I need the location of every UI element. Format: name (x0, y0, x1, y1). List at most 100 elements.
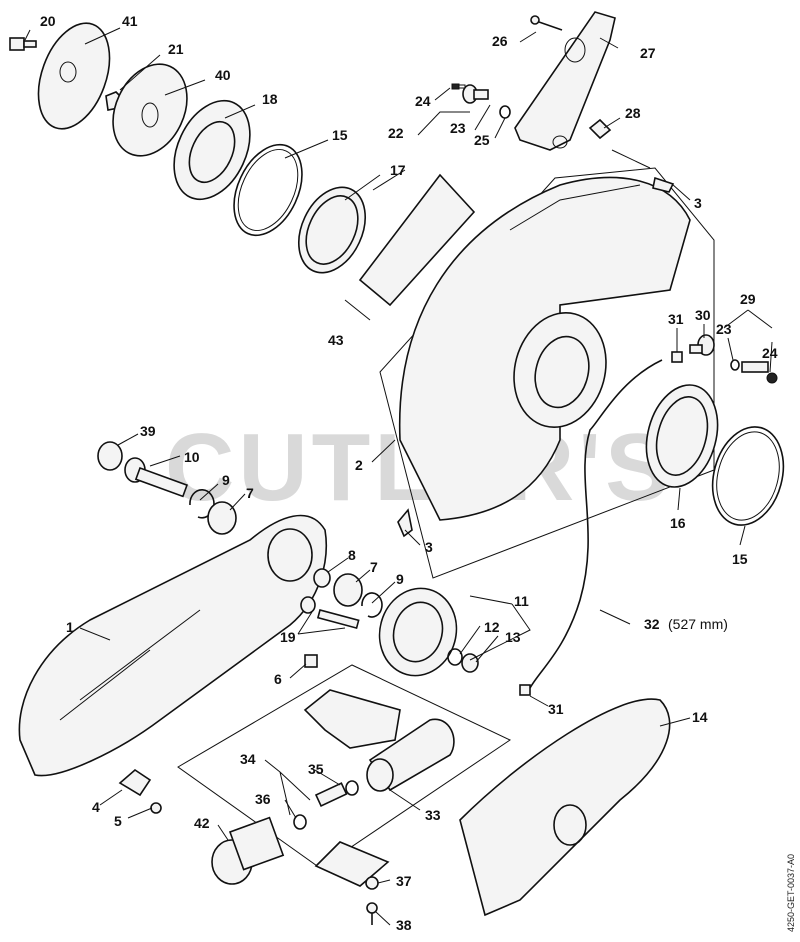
callout-19: 19 (280, 629, 296, 645)
filter-33 (366, 758, 394, 792)
screw-5 (150, 802, 162, 814)
bearing-flange-18-inner (188, 120, 236, 184)
callout-7-center: 7 (370, 559, 378, 575)
ring-17-inner (305, 195, 359, 265)
callout-6: 6 (274, 671, 282, 687)
ring-8 (313, 568, 331, 588)
callout-9-left: 9 (222, 472, 230, 488)
callout-41: 41 (122, 13, 138, 29)
leader-lines (24, 27, 773, 926)
fitting-31-upper (671, 351, 683, 363)
callout-11: 11 (514, 593, 529, 609)
washer-12 (447, 648, 463, 666)
bolt-20 (9, 37, 37, 51)
callout-30: 30 (695, 307, 711, 323)
callout-2: 2 (355, 457, 363, 473)
plug-6 (304, 654, 318, 668)
flange-disc-41 (37, 22, 111, 130)
pulley-11-hub (392, 601, 444, 663)
pulley-11 (378, 587, 458, 677)
callout-17: 17 (390, 162, 406, 178)
bearing-flange-18 (173, 99, 251, 201)
callout-23-right: 23 (716, 321, 732, 337)
banjo-24-right (741, 361, 778, 384)
clip-3-lower (397, 508, 413, 538)
valve-block-33 (303, 689, 401, 749)
callout-24-upper: 24 (415, 93, 431, 109)
hose-length-label: (527 mm) (668, 616, 728, 632)
drawing-code: 4250-GET-0037-A0 (786, 854, 796, 932)
cutter-arm-1-ribs (59, 609, 201, 721)
ring-17 (298, 186, 366, 274)
cover-37 (314, 841, 390, 887)
callout-8: 8 (348, 547, 356, 563)
callout-42: 42 (194, 815, 210, 831)
callout-18: 18 (262, 91, 278, 107)
callout-20: 20 (40, 13, 56, 29)
adjuster-arm-27-eye (564, 37, 586, 63)
belt-guard-14-boss (553, 804, 587, 846)
ring-16 (645, 384, 719, 488)
callout-31-lower: 31 (548, 701, 564, 717)
callout-28: 28 (625, 105, 641, 121)
ring-15-upper (233, 143, 303, 237)
cutter-arm-1 (18, 514, 328, 777)
belt-guard-14 (459, 698, 671, 917)
washer-23-right (730, 359, 740, 371)
guard-frame (379, 167, 715, 579)
guard-2-edge (509, 184, 641, 231)
callout-22: 22 (388, 125, 404, 141)
callout-9-center: 9 (396, 571, 404, 587)
thrust-washer-40 (112, 63, 188, 157)
callout-15-lower: 15 (732, 551, 748, 567)
callout-35: 35 (308, 761, 324, 777)
callout-25: 25 (474, 132, 490, 148)
callout-33: 33 (425, 807, 441, 823)
adjuster-arm-27-foot (552, 135, 568, 149)
flange-disc-41-hub (59, 61, 77, 83)
callout-38: 38 (396, 917, 412, 933)
screw-26 (530, 15, 563, 31)
thrust-washer-40-hole (141, 102, 159, 128)
ring-15-lower-inner (716, 431, 780, 521)
washer-25 (499, 105, 511, 119)
callout-12: 12 (484, 619, 500, 635)
sleeve-19a (300, 596, 316, 614)
callout-43: 43 (328, 332, 344, 348)
guard-hub-2-bore (534, 335, 590, 409)
guard-hub-2 (513, 311, 607, 429)
ring-15-lower (711, 426, 785, 526)
callout-1: 1 (66, 619, 74, 635)
bearing-7-left (207, 501, 237, 535)
callout-14: 14 (692, 709, 708, 725)
callout-10: 10 (184, 449, 200, 465)
callout-4: 4 (92, 799, 100, 815)
bearing-7-center (333, 573, 363, 607)
screw-38 (366, 902, 378, 925)
callout-7-left: 7 (246, 485, 254, 501)
callout-3-lower: 3 (425, 539, 433, 555)
nut-28 (588, 118, 612, 140)
callout-21: 21 (168, 41, 184, 57)
screw-24-upper (451, 83, 466, 90)
seal-35 (345, 780, 359, 796)
shield-plate-43 (358, 173, 476, 307)
callout-24-right: 24 (762, 345, 778, 361)
callout-37: 37 (396, 873, 412, 889)
screw-19 (316, 609, 360, 630)
circlip-9-center (361, 592, 383, 618)
ring-39 (97, 441, 123, 471)
fitting-31-lower (519, 684, 531, 696)
ring-15-upper-inner (237, 149, 299, 231)
callout-29: 29 (740, 291, 756, 307)
callout-23-upper: 23 (450, 120, 466, 136)
callout-13: 13 (505, 629, 521, 645)
washer-37 (365, 876, 379, 890)
ring-16-inner (655, 396, 709, 476)
bracket-4 (118, 768, 152, 797)
callout-36: 36 (255, 791, 271, 807)
callout-26: 26 (492, 33, 508, 49)
callout-34: 34 (240, 751, 256, 767)
